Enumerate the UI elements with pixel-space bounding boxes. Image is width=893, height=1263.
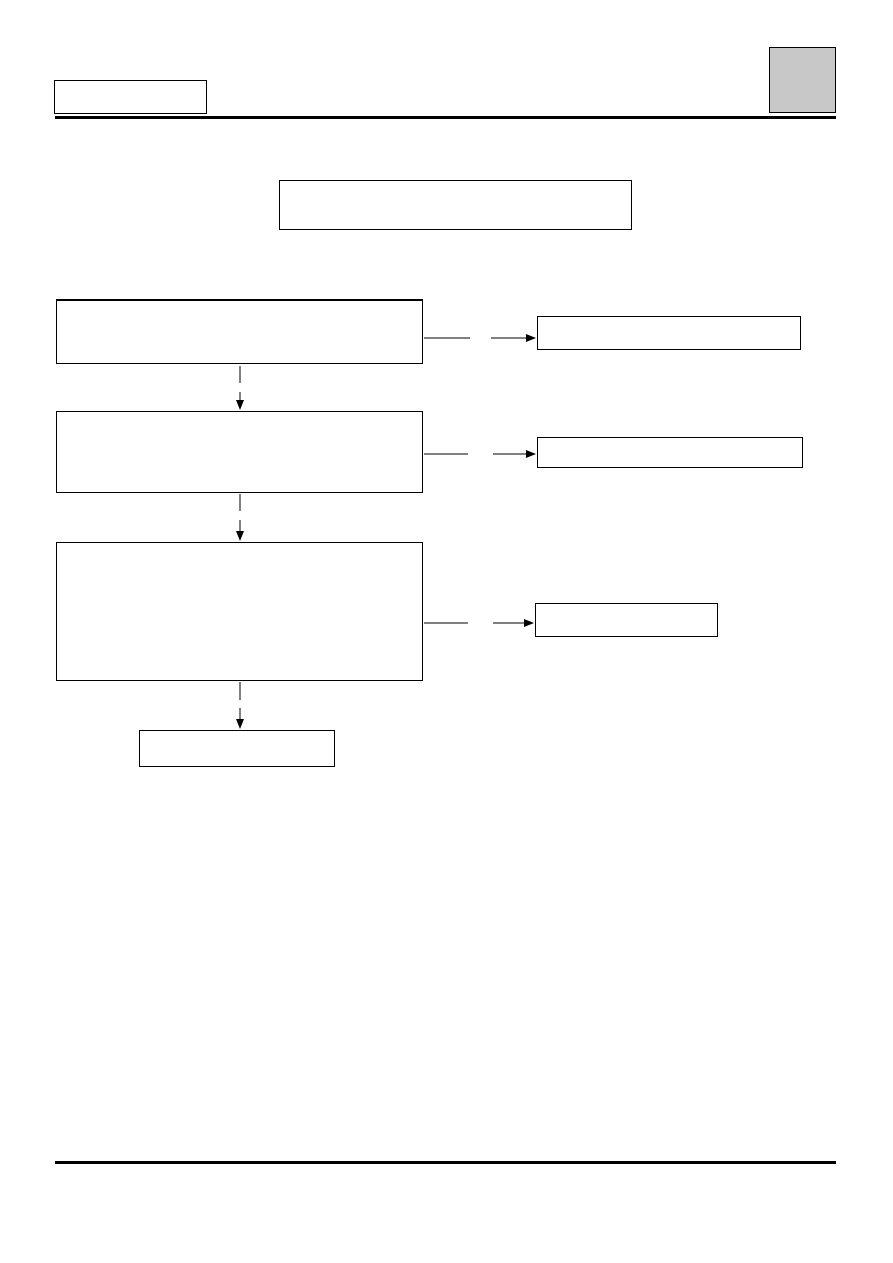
- step-box-3: [56, 542, 423, 681]
- side-outcome-box-3: [535, 603, 718, 637]
- header-label-box: [54, 80, 207, 114]
- step-box-1: [56, 299, 423, 364]
- page-tab: [769, 47, 836, 113]
- header-rule: [55, 116, 836, 119]
- step-box-2: [56, 411, 423, 493]
- flowchart-title-box: [279, 180, 632, 230]
- side-outcome-box-2: [537, 437, 803, 468]
- final-outcome-box: [139, 730, 335, 767]
- side-outcome-box-1: [537, 316, 801, 350]
- footer-rule: [55, 1161, 836, 1164]
